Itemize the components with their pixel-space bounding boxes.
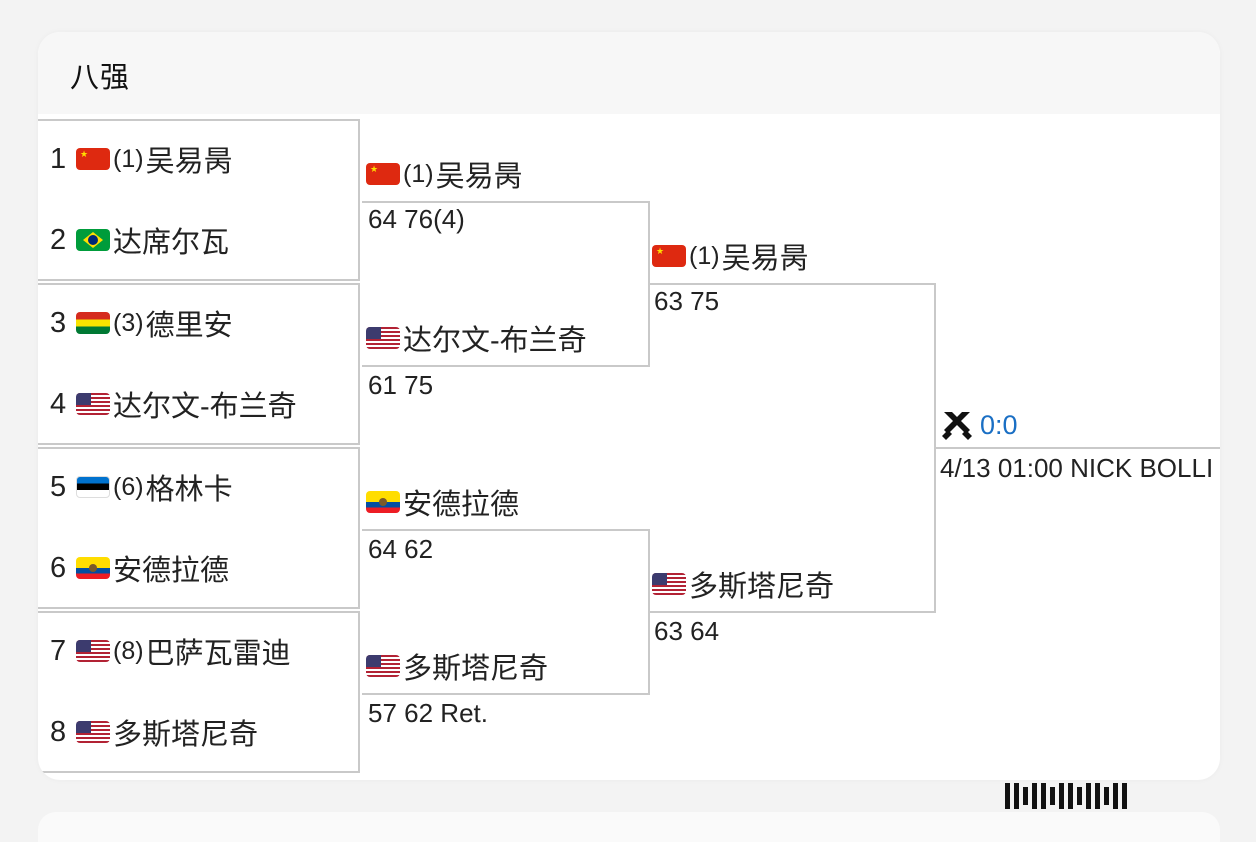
player-name: 多斯塔尼奇: [689, 571, 835, 603]
ec-flag-icon: [76, 557, 110, 579]
player-row-2[interactable]: 2 达席尔瓦: [50, 220, 229, 260]
crossed-swords-icon: [942, 412, 972, 440]
player-name: 巴萨瓦雷迪: [145, 638, 291, 670]
player-name: 格林卡: [145, 474, 233, 506]
player-row-5[interactable]: 5 (6) 格林卡: [50, 467, 233, 507]
seed-number: 5: [50, 470, 67, 503]
player-row-4[interactable]: 4 达尔文-布兰奇: [50, 384, 297, 424]
r3-winner-2[interactable]: 多斯塔尼奇: [652, 563, 834, 605]
us-flag-icon: [652, 573, 686, 595]
ee-flag-icon: [76, 476, 110, 498]
final-score-text: 0:0: [980, 409, 1018, 440]
seed-number: 1: [50, 142, 67, 175]
cn-flag-icon: [652, 245, 686, 267]
player-name: 达尔文-布兰奇: [403, 325, 587, 357]
seed-number: 3: [50, 306, 67, 339]
player-name: 安德拉德: [113, 555, 230, 587]
match-box-1: [38, 119, 360, 281]
r2-connector-1: [362, 201, 650, 367]
r2-connector-2: [362, 529, 650, 695]
match-score: 64 62: [368, 534, 434, 564]
final-connector: [936, 447, 1220, 449]
final-schedule: 4/13 01:00 NICK BOLLI: [940, 453, 1214, 483]
r2-winner-2[interactable]: 达尔文-布兰奇: [366, 317, 587, 359]
r2-winner-1[interactable]: (1) 吴易昺: [366, 153, 523, 195]
player-name: 吴易昺: [435, 161, 523, 193]
us-flag-icon: [76, 393, 110, 415]
seed-label: (6): [113, 472, 144, 501]
match-score: 63 75: [654, 286, 720, 316]
us-flag-icon: [76, 640, 110, 662]
seed-label: (1): [113, 144, 144, 173]
seed-label: (8): [113, 636, 144, 665]
seed-number: 8: [50, 715, 67, 748]
seed-label: (1): [689, 241, 720, 270]
player-name: 达席尔瓦: [113, 227, 230, 259]
match-box-2: [38, 283, 360, 445]
match-score: 63 64: [654, 616, 720, 646]
match-box-4: [38, 611, 360, 773]
seed-number: 6: [50, 551, 67, 584]
br-flag-icon: [76, 229, 110, 251]
us-flag-icon: [76, 721, 110, 743]
player-row-1[interactable]: 1 (1) 吴易昺: [50, 139, 233, 179]
us-flag-icon: [366, 655, 400, 677]
player-name: 多斯塔尼奇: [113, 719, 259, 751]
player-row-3[interactable]: 3 (3) 德里安: [50, 303, 233, 343]
seed-label: (1): [403, 159, 434, 188]
cn-flag-icon: [366, 163, 400, 185]
player-row-8[interactable]: 8 多斯塔尼奇: [50, 712, 258, 752]
player-name: 达尔文-布兰奇: [113, 391, 297, 423]
bracket-card: 八强 1 (1) 吴易昺 2 达席尔瓦 3 (3) 德里安 4 达尔文-布兰奇 …: [38, 32, 1220, 780]
bo-flag-icon: [76, 312, 110, 334]
player-name: 多斯塔尼奇: [403, 653, 549, 685]
us-flag-icon: [366, 327, 400, 349]
card-header: 八强: [38, 32, 1220, 114]
match-score: 57 62 Ret.: [368, 698, 488, 728]
player-name: 德里安: [145, 310, 233, 342]
r2-winner-4[interactable]: 多斯塔尼奇: [366, 645, 548, 687]
r3-connector: [650, 283, 936, 613]
player-name: 安德拉德: [403, 489, 520, 521]
player-name: 吴易昺: [145, 146, 233, 178]
player-row-7[interactable]: 7 (8) 巴萨瓦雷迪: [50, 631, 291, 671]
r2-winner-3[interactable]: 安德拉德: [366, 481, 519, 523]
seed-number: 4: [50, 387, 67, 420]
player-row-6[interactable]: 6 安德拉德: [50, 548, 229, 588]
watermark-logo: [1005, 783, 1127, 809]
seed-number: 2: [50, 223, 67, 256]
match-score: 64 76(4): [368, 204, 465, 234]
cn-flag-icon: [76, 148, 110, 170]
seed-label: (3): [113, 308, 144, 337]
next-card-edge: [38, 812, 1220, 842]
match-score: 61 75: [368, 370, 434, 400]
round-title: 八强: [70, 62, 131, 94]
ec-flag-icon: [366, 491, 400, 513]
match-box-3: [38, 447, 360, 609]
seed-number: 7: [50, 634, 67, 667]
final-match[interactable]: 0:0: [940, 408, 1018, 442]
player-name: 吴易昺: [721, 243, 809, 275]
r3-winner-1[interactable]: (1) 吴易昺: [652, 235, 809, 277]
